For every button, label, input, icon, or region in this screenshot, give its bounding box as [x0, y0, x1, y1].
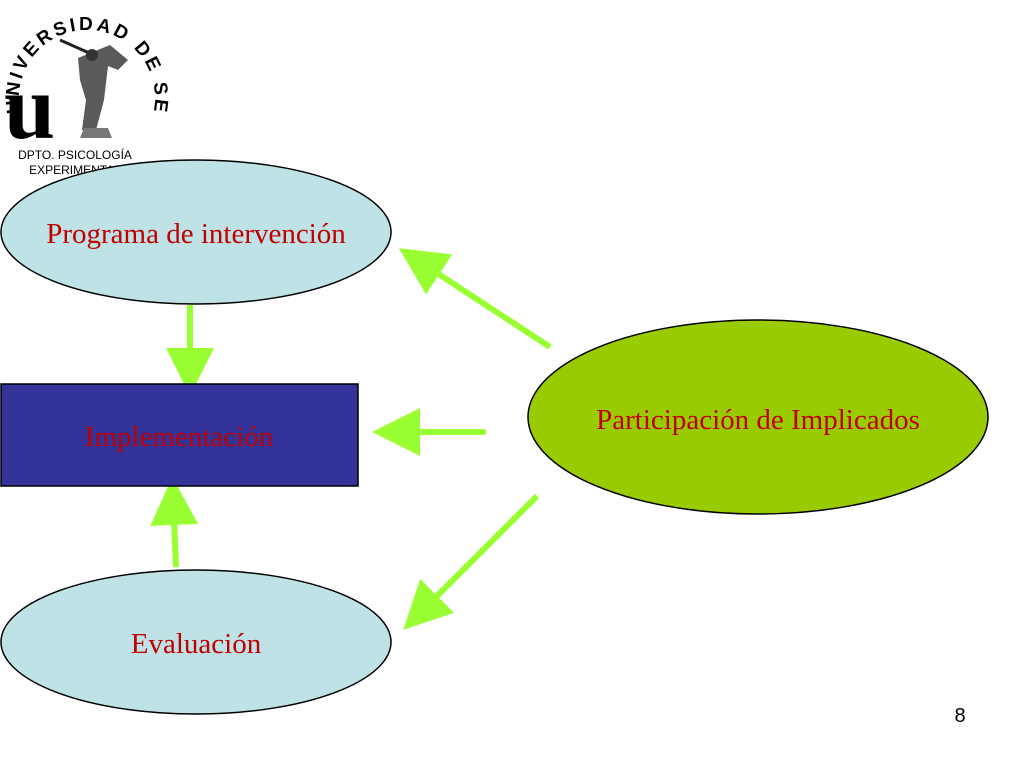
node-programa: Programa de intervención — [0, 159, 392, 305]
arrow-participacion-to-evaluacion — [403, 493, 540, 630]
node-implementacion-label: Implementación — [85, 421, 274, 453]
arrow-participacion-to-programa — [398, 248, 552, 350]
node-participacion: Participación de Implicados — [527, 319, 989, 515]
node-participacion-label: Participación de Implicados — [596, 404, 920, 436]
diagram-arrows — [150, 248, 552, 630]
page-number: 8 — [954, 705, 966, 727]
arrow-evaluacion-to-implementacion — [150, 477, 199, 568]
node-evaluacion-shape — [0, 569, 392, 715]
node-evaluacion-label: Evaluación — [131, 628, 262, 660]
node-implementacion-shape — [0, 383, 359, 487]
university-logo: UNIVERSIDAD DE SEVILLA u — [0, 0, 168, 158]
logo-monogram: u — [4, 56, 55, 158]
department-line-1: DPTO. PSICOLOGÍA — [18, 148, 132, 162]
node-programa-label: Programa de intervención — [46, 218, 346, 250]
node-participacion-shape — [527, 319, 989, 515]
node-implementacion: Implementación — [0, 383, 359, 487]
node-programa-shape — [0, 159, 392, 305]
logo-figure — [59, 38, 128, 138]
node-evaluacion: Evaluación — [0, 569, 392, 715]
